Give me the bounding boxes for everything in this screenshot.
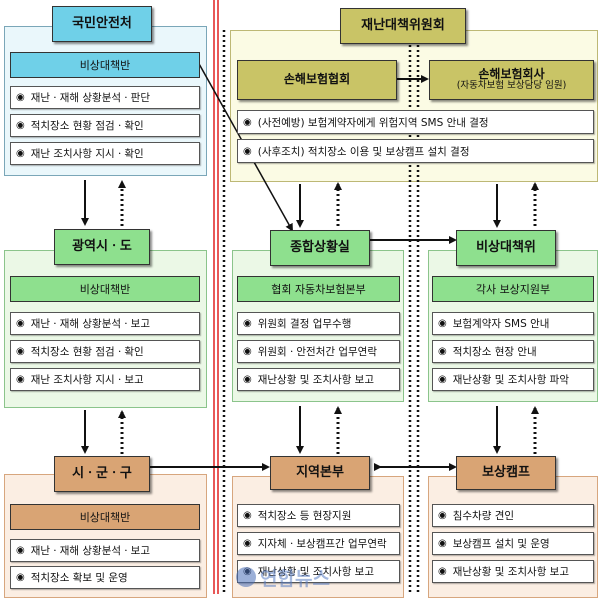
emergency-sub-header: 각사 보상지원부 xyxy=(432,276,594,302)
company-subtitle: (자동차보험 보상담당 임원) xyxy=(456,80,567,92)
item-text: 재난 조치사항 지시ㆍ보고 xyxy=(30,374,144,386)
bullet-icon: ◉ xyxy=(438,318,447,329)
bullet-icon: ◉ xyxy=(438,374,447,385)
camp-title: 보상캠프 xyxy=(456,456,556,490)
item-text: 적치장소 현황 점검ㆍ확인 xyxy=(30,120,144,132)
emergency-item-1: ◉ 보험계약자 SMS 안내 xyxy=(432,312,594,335)
situation-item-2: ◉ 위원회ㆍ안전처간 업무연락 xyxy=(237,340,400,363)
regional-item-2: ◉ 지자체ㆍ보상캠프간 업무연락 xyxy=(237,532,400,555)
bullet-icon: ◉ xyxy=(16,120,25,131)
provincial-item-1: ◉ 재난ㆍ재해 상황분석ㆍ보고 xyxy=(10,312,200,335)
bullet-icon: ◉ xyxy=(243,116,252,128)
situation-item-1: ◉ 위원회 결정 업무수행 xyxy=(237,312,400,335)
camp-item-3: ◉ 재난상황 및 조치사항 보고 xyxy=(432,560,594,583)
bullet-icon: ◉ xyxy=(438,538,447,549)
committee-item-2: ◉ (사후조치) 적치장소 이용 및 보상캠프 설치 결정 xyxy=(237,139,594,163)
logo-icon xyxy=(236,567,256,587)
item-text: 적치장소 등 현장지원 xyxy=(257,510,352,522)
bullet-icon: ◉ xyxy=(16,148,25,159)
bullet-icon: ◉ xyxy=(16,374,25,385)
bullet-icon: ◉ xyxy=(243,346,252,357)
committee-item-1: ◉ (사전예방) 보험계약자에게 위험지역 SMS 안내 결정 xyxy=(237,110,594,134)
item-text: 재난ㆍ재해 상황분석ㆍ보고 xyxy=(30,318,150,330)
bullet-icon: ◉ xyxy=(243,510,252,521)
provincial-item-2: ◉ 적치장소 현황 점검ㆍ확인 xyxy=(10,340,200,363)
company-title-box: 손해보험회사 (자동차보험 보상담당 임원) xyxy=(429,60,594,100)
bullet-icon: ◉ xyxy=(16,545,25,556)
item-text: 적치장소 확보 및 운영 xyxy=(30,572,128,584)
regional-item-1: ◉ 적치장소 등 현장지원 xyxy=(237,504,400,527)
regional-item-3: ◉재난상황 및 조치사항 보고 xyxy=(237,560,400,583)
regional-title: 지역본부 xyxy=(270,456,370,490)
camp-item-2: ◉ 보상캠프 설치 및 운영 xyxy=(432,532,594,555)
item-text: (사전예방) 보험계약자에게 위험지역 SMS 안내 결정 xyxy=(257,116,489,129)
item-text: (사후조치) 적치장소 이용 및 보상캠프 설치 결정 xyxy=(257,145,470,158)
bullet-icon: ◉ xyxy=(243,318,252,329)
bullet-icon: ◉ xyxy=(438,566,447,577)
bullet-icon: ◉ xyxy=(16,346,25,357)
item-text: 재난ㆍ재해 상황분석ㆍ판단 xyxy=(30,92,150,104)
camp-item-1: ◉ 침수차량 견인 xyxy=(432,504,594,527)
bullet-icon: ◉ xyxy=(243,145,252,157)
local-item-1: ◉ 재난ㆍ재해 상황분석ㆍ보고 xyxy=(10,539,200,562)
item-text: 재난ㆍ재해 상황분석ㆍ보고 xyxy=(30,545,150,557)
committee-title: 재난대책위원회 xyxy=(340,8,466,44)
national-item-2: ◉ 적치장소 현황 점검ㆍ확인 xyxy=(10,114,200,137)
local-sub-header: 비상대책반 xyxy=(10,504,200,530)
national-item-1: ◉ 재난ㆍ재해 상황분석ㆍ판단 xyxy=(10,86,200,109)
bullet-icon: ◉ xyxy=(243,374,252,385)
situation-title: 종합상황실 xyxy=(270,230,370,266)
assoc-title: 손해보험협회 xyxy=(237,60,397,100)
watermark-logo: 연합뉴스 xyxy=(236,562,366,592)
bullet-icon: ◉ xyxy=(16,318,25,329)
item-text: 재난 조치사항 지시ㆍ확인 xyxy=(30,148,144,160)
item-text: 침수차량 견인 xyxy=(452,510,515,522)
item-text: 위원회 결정 업무수행 xyxy=(257,318,352,330)
item-text: 보험계약자 SMS 안내 xyxy=(452,318,550,330)
emergency-item-3: ◉ 재난상황 및 조치사항 파악 xyxy=(432,368,594,391)
local-item-2: ◉ 적치장소 확보 및 운영 xyxy=(10,566,200,589)
emergency-item-2: ◉ 적치장소 현장 안내 xyxy=(432,340,594,363)
situation-item-3: ◉ 재난상황 및 조치사항 보고 xyxy=(237,368,400,391)
local-title: 시ㆍ군ㆍ구 xyxy=(54,456,150,492)
item-text: 보상캠프 설치 및 운영 xyxy=(452,538,550,550)
item-text: 지자체ㆍ보상캠프간 업무연락 xyxy=(257,538,387,550)
national-sub-header: 비상대책반 xyxy=(10,52,200,78)
bullet-icon: ◉ xyxy=(16,572,25,583)
emergency-title: 비상대책위 xyxy=(456,230,556,266)
situation-sub-header: 협회 자동차보험본부 xyxy=(237,276,400,302)
item-text: 적치장소 현장 안내 xyxy=(452,346,537,358)
provincial-sub-header: 비상대책반 xyxy=(10,276,200,302)
item-text: 재난상황 및 조치사항 보고 xyxy=(452,566,570,578)
item-text: 재난상황 및 조치사항 파악 xyxy=(452,374,570,386)
provincial-title: 광역시ㆍ도 xyxy=(54,229,150,265)
item-text: 위원회ㆍ안전처간 업무연락 xyxy=(257,346,377,358)
company-title: 손해보험회사 xyxy=(478,66,545,81)
watermark-text: 연합뉴스 xyxy=(260,567,330,590)
item-text: 적치장소 현황 점검ㆍ확인 xyxy=(30,346,144,358)
item-text: 재난상황 및 조치사항 보고 xyxy=(257,566,375,578)
national-item-3: ◉ 재난 조치사항 지시ㆍ확인 xyxy=(10,142,200,165)
bullet-icon: ◉ xyxy=(16,92,25,103)
bullet-icon: ◉ xyxy=(243,538,252,549)
bullet-icon: ◉ xyxy=(438,346,447,357)
provincial-item-3: ◉ 재난 조치사항 지시ㆍ보고 xyxy=(10,368,200,391)
item-text: 재난상황 및 조치사항 보고 xyxy=(257,374,375,386)
bullet-icon: ◉ xyxy=(438,510,447,521)
national-title: 국민안전처 xyxy=(52,6,152,42)
